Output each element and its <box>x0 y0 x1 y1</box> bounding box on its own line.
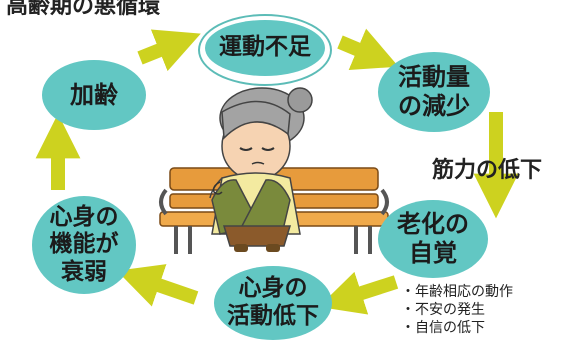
notes-list: ・年齢相応の動作 ・不安の発生 ・自信の低下 <box>401 283 513 337</box>
note-item: ・不安の発生 <box>401 302 485 318</box>
arrow-shinshin-to-kinou <box>116 264 199 307</box>
edge-label-kinryoku: 筋力の低下 <box>432 158 543 183</box>
node-kareI-label: 加齢 <box>70 80 118 109</box>
node-shinshin-teika-line2: 活動低下 <box>227 303 319 329</box>
node-katsudouryou-genshou: 活動量 の減少 <box>378 52 490 132</box>
node-undou-busoku-label: 運動不足 <box>219 34 311 61</box>
diagram-title: 高齢期の悪循環 <box>6 0 161 19</box>
node-roka-no-jikaku: 老化の 自覚 <box>378 200 488 278</box>
arrow-undou-to-katsudou <box>337 28 399 70</box>
node-kinou-line3: 衰弱 <box>61 258 107 285</box>
node-shinshin-katsudou-teika: 心身の 活動低下 <box>214 266 332 340</box>
node-kinou-line2: 機能が <box>49 231 119 258</box>
node-kareI: 加齢 <box>42 60 146 130</box>
elderly-woman-illustration <box>209 87 313 252</box>
node-shinshin-teika-line1: 心身の <box>238 275 308 302</box>
arrow-kareI-to-undou <box>137 29 201 72</box>
node-katsudouryou-line1: 活動量 <box>398 63 470 92</box>
node-roka-line2: 自覚 <box>409 239 457 267</box>
arrow-roka-to-shinshin <box>318 271 399 315</box>
node-undou-busoku: 運動不足 <box>205 20 325 76</box>
node-katsudouryou-line2: の減少 <box>398 92 470 120</box>
note-item: ・年齢相応の動作 <box>401 284 513 300</box>
node-kinou-line1: 心身の <box>49 203 119 230</box>
node-roka-line1: 老化の <box>397 210 469 239</box>
note-item: ・自信の低下 <box>401 320 485 336</box>
node-shinshin-kinou-suijaku: 心身の 機能が 衰弱 <box>32 196 136 294</box>
